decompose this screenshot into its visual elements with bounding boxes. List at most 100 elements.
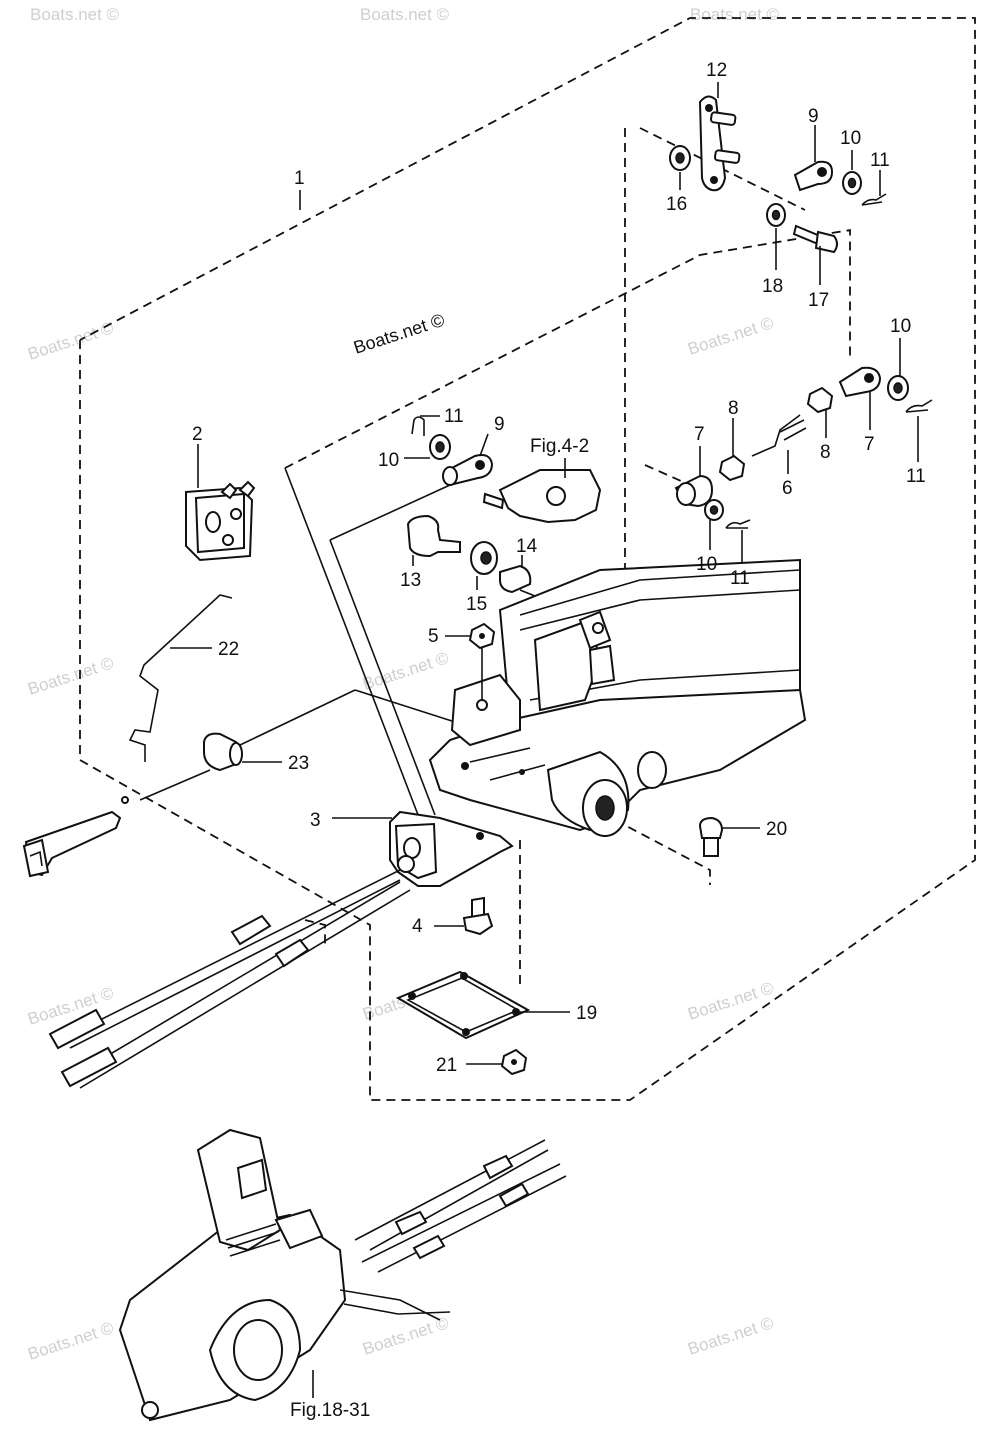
grip-connector-mark <box>29 850 43 867</box>
control-cables <box>48 869 411 1089</box>
tie-line-5 <box>139 769 211 801</box>
remote-cables-a <box>354 1139 561 1263</box>
bolt-20-shank <box>703 837 719 857</box>
watermark-2: Boats.net © <box>360 5 450 24</box>
link-plate-12 <box>698 95 727 192</box>
callout-22: 22 <box>218 639 239 660</box>
subassembly-line-e <box>614 819 711 885</box>
callout-6: 6 <box>782 478 793 499</box>
callout-19: 19 <box>576 1003 597 1024</box>
left-parts <box>22 480 256 878</box>
bolt-17-head <box>814 230 838 254</box>
callout-9-mid: 9 <box>494 414 505 435</box>
rod-6-thread <box>779 419 807 441</box>
callout-4: 4 <box>412 916 423 937</box>
watermark-3: Boats.net © <box>690 5 780 24</box>
bracket-bolt-hole-b <box>519 769 525 775</box>
cable-upper-line-a <box>59 869 401 1041</box>
bracket-3-hole-c <box>476 832 484 840</box>
bracket-lever-post <box>588 644 616 686</box>
link-plate-hole-1 <box>705 104 713 112</box>
cover-plate-2-tab-b <box>238 480 256 498</box>
subassembly-line-c <box>284 228 851 469</box>
cover-plate-2-slot <box>205 511 221 533</box>
tie-line-6 <box>239 689 356 746</box>
plate-19-hole-c <box>512 1008 520 1016</box>
rod-22 <box>128 594 233 762</box>
clip-11-lower <box>725 519 751 529</box>
plate-19-hole-d <box>462 1028 470 1036</box>
callout-20: 20 <box>766 819 787 840</box>
callout-16: 16 <box>666 194 687 215</box>
callout-13: 13 <box>400 570 421 591</box>
brand-label: Boats.net © <box>351 310 447 358</box>
callout-5: 5 <box>428 626 439 647</box>
remote-box-dial-inner <box>233 1319 283 1381</box>
leader-9-mid <box>479 433 489 457</box>
nut-21-hole <box>511 1059 517 1065</box>
bracket-3-hole-b <box>397 855 415 873</box>
watermark-6: Boats.net © <box>25 653 116 699</box>
remote-lever <box>196 1128 282 1252</box>
callout-7-left: 7 <box>694 424 705 445</box>
remote-control-box <box>118 1128 567 1422</box>
callout-10-lower: 10 <box>696 554 717 575</box>
washer-18-hole <box>771 209 781 221</box>
remote-box-cap <box>274 1208 324 1250</box>
cable-upper-fitting <box>230 914 272 946</box>
callout-8-left: 8 <box>728 398 739 419</box>
callout-14: 14 <box>516 536 538 557</box>
leader-lines <box>170 82 919 1065</box>
cable-upper-line-b <box>69 879 401 1049</box>
grommet-23-face <box>229 742 243 766</box>
bracket-block <box>450 673 521 747</box>
remote-cable-fitting-d <box>498 1182 530 1208</box>
cover-plate-2-tab-a <box>220 482 238 500</box>
bracket-3-hole-a <box>403 837 421 859</box>
bracket-bolt-hole-a <box>461 762 469 770</box>
link-plate-hole-2 <box>710 176 718 184</box>
callout-11-lower: 11 <box>730 568 750 589</box>
tilt-cylinder-bore-inner <box>595 795 615 821</box>
carburetor-port <box>546 486 566 506</box>
upper-linkage <box>669 95 887 254</box>
bracket-body <box>428 558 807 837</box>
callout-3: 3 <box>310 810 321 831</box>
lower-bracket-parts <box>389 622 724 1076</box>
callout-15: 15 <box>466 594 487 615</box>
cover-plate-2-hole-b <box>222 534 234 546</box>
nut-8-left <box>718 454 746 482</box>
link-pin-lower <box>713 149 741 164</box>
watermark-4: Boats.net © <box>25 318 116 364</box>
joint-7-left-end <box>676 482 696 506</box>
callout-10-right: 10 <box>890 316 911 337</box>
bolt-20-head <box>698 816 724 839</box>
washer-10-mid-hole <box>435 441 445 453</box>
watermark-12: Boats.net © <box>25 1318 116 1364</box>
collar-14 <box>499 564 532 594</box>
callout-23: 23 <box>288 753 309 774</box>
remote-cable-fitting-c <box>482 1154 514 1180</box>
callout-1: 1 <box>294 168 305 189</box>
bolt-13 <box>406 514 461 558</box>
callout-8-right: 8 <box>820 442 831 463</box>
joint-9-upper-hole <box>817 167 827 177</box>
tie-line-3 <box>329 484 451 541</box>
bushing-15-hole <box>480 551 492 565</box>
grip-connector-pin <box>121 796 129 804</box>
callout-18: 18 <box>762 276 783 297</box>
remote-cables-b <box>369 1149 567 1273</box>
tie-line-2 <box>329 539 436 816</box>
figure-ref-18-31: Fig.18-31 <box>290 1400 370 1421</box>
watermark-5: Boats.net © <box>685 313 776 359</box>
joint-7-right <box>838 366 882 398</box>
callout-11-mid: 11 <box>444 406 464 427</box>
washer-10-lower-hole <box>709 505 719 515</box>
washer-16-hole <box>675 152 685 164</box>
joint-7-right-hole <box>864 373 874 383</box>
callout-11-right: 11 <box>906 466 926 487</box>
bracket-housing-detail <box>469 747 546 781</box>
plate-19-hole-b <box>460 972 468 980</box>
